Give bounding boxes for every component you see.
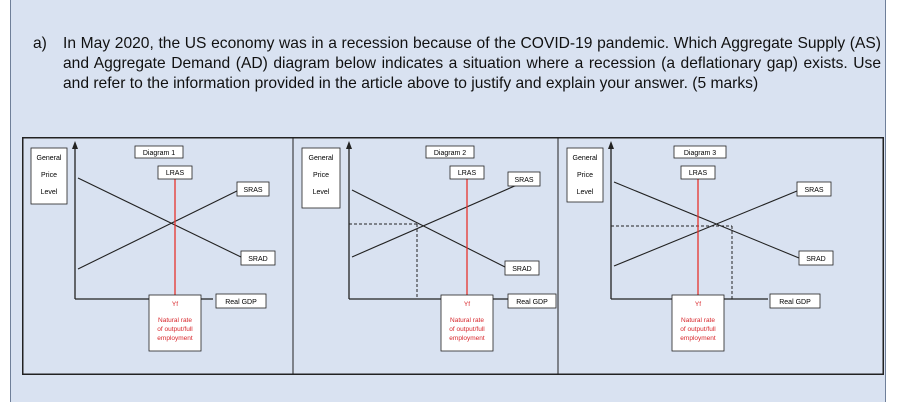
diagram-2-sras-box <box>507 171 541 187</box>
diagram-1-x-axis-box <box>215 293 267 309</box>
diagram-1-y-axis-label-1: General <box>37 155 62 162</box>
diagram-2-natural-rate-box <box>440 294 494 352</box>
diagram-3-y-axis-label-2: Price <box>577 172 593 179</box>
diagram-3-sras-curve <box>613 190 798 267</box>
diagram-3-natural-rate-1: Natural rate <box>681 317 715 324</box>
diagram-2-x-axis-label: Real GDP <box>516 299 548 306</box>
diagram-1-natural-rate-box <box>148 294 202 352</box>
diagram-1-y-axis-label-3: Level <box>41 189 58 196</box>
diagram-1-srad-box <box>240 250 276 266</box>
diagram-2-natural-rate-3: employment <box>449 335 485 342</box>
diagram-2-sras-curve <box>351 177 534 258</box>
question-a: a) In May 2020, the US economy was in a … <box>33 34 881 94</box>
diagram-1-title: Diagram 1 <box>143 150 175 157</box>
diagram-2-srad-label: SRAD <box>512 266 531 273</box>
diagram-2-sras-label: SRAS <box>514 177 533 184</box>
diagram-1-lras-box <box>157 165 193 180</box>
diagram-2-y-axis-label-2: Price <box>313 172 329 179</box>
question-text: In May 2020, the US economy was in a rec… <box>63 35 881 92</box>
diagram-2-y-axis-label-1: General <box>309 155 334 162</box>
diagram-1-x-axis-label: Real GDP <box>225 299 257 306</box>
diagram-1-sras-curve <box>77 188 242 270</box>
question-letter: a) <box>33 35 47 52</box>
diagram-1-y-axis-box <box>30 147 68 205</box>
diagram-3-srad-label: SRAD <box>806 256 825 263</box>
diagram-1-srad-curve <box>77 177 242 258</box>
diagram-1-title-box <box>134 145 184 159</box>
diagram-2-yf-label: Yf <box>464 301 470 308</box>
diagram-2-lras-label: LRAS <box>458 170 477 177</box>
diagram-2-y-axis-arrow <box>346 141 352 149</box>
diagram-3-lras-label: LRAS <box>689 170 708 177</box>
diagram-3-x-axis-box <box>769 293 821 309</box>
diagram-3-title-box <box>673 145 727 159</box>
diagram-2-x-axis-box <box>507 293 557 309</box>
diagram-3-title: Diagram 3 <box>684 150 716 157</box>
diagram-1-y-axis-arrow <box>72 141 78 149</box>
diagram-3-yf-label: Yf <box>695 301 701 308</box>
diagram-1-lras-label: LRAS <box>166 170 185 177</box>
diagram-3-natural-rate-box <box>671 294 725 352</box>
diagram-2-srad-box <box>504 260 540 276</box>
diagram-3-y-axis-box <box>566 147 604 203</box>
diagram-1-natural-rate-3: employment <box>157 335 193 342</box>
diagram-2-y-axis-box <box>301 147 341 209</box>
diagrams-panel: General Price Level Diagram 1 LRAS SRAS … <box>22 137 884 375</box>
diagram-1-natural-rate-1: Natural rate <box>158 317 192 324</box>
diagram-3-y-axis-label-1: General <box>573 155 598 162</box>
diagram-1-natural-rate-2: of output/full <box>157 326 193 333</box>
diagram-3-sras-box <box>796 181 832 197</box>
diagram-1-yf-label: Yf <box>172 301 178 308</box>
diagram-2-natural-rate-1: Natural rate <box>450 317 484 324</box>
diagram-2-srad-curve <box>351 189 508 269</box>
diagram-1-sras-label: SRAS <box>243 187 262 194</box>
diagram-3-lras-box <box>680 165 716 180</box>
diagram-3: General Price Level Diagram 3 LRAS SRAS … <box>558 138 883 374</box>
diagram-3-srad-box <box>798 250 834 266</box>
diagram-3-x-axis-label: Real GDP <box>779 299 811 306</box>
diagram-1-srad-label: SRAD <box>248 256 267 263</box>
diagram-1-sras-box <box>236 181 270 197</box>
diagram-3-sras-label: SRAS <box>804 187 823 194</box>
diagram-2-natural-rate-2: of output/full <box>449 326 485 333</box>
diagram-3-y-axis-label-3: Level <box>577 189 594 196</box>
diagram-3-natural-rate-2: of output/full <box>680 326 716 333</box>
diagram-3-srad-curve <box>613 181 800 259</box>
diagram-2-title: Diagram 2 <box>434 150 466 157</box>
diagram-2-title-box <box>425 145 475 159</box>
diagram-2: General Price Level Diagram 2 LRAS SRAS … <box>293 138 558 374</box>
diagram-3-natural-rate-3: employment <box>680 335 716 342</box>
diagram-2-lras-box <box>449 165 485 180</box>
diagram-1-y-axis-label-2: Price <box>41 172 57 179</box>
diagram-3-y-axis-arrow <box>608 141 614 149</box>
diagram-2-y-axis-label-3: Level <box>313 189 330 196</box>
diagram-1: General Price Level Diagram 1 LRAS SRAS … <box>23 138 293 374</box>
